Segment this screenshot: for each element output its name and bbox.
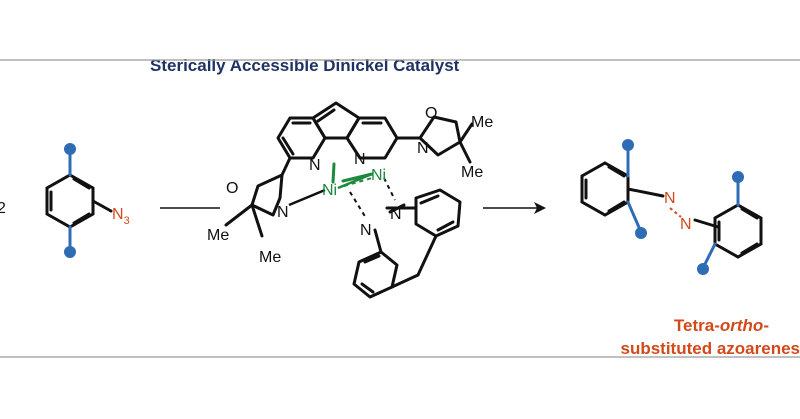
product-dot-top-left — [622, 139, 634, 151]
product-label-line2: substituted azoarenes — [620, 339, 800, 358]
methyl-right-1: Me — [471, 114, 493, 131]
azo-nitrogen-2: N — [680, 216, 692, 233]
azide-label: N3 — [112, 206, 130, 227]
methyl-left-1: Me — [207, 227, 229, 244]
scheme-title: Sterically Accessible Dinickel Catalyst — [150, 56, 460, 75]
nitrogen-azo-1: N — [360, 222, 372, 239]
product-dot-bottom-right — [697, 263, 709, 275]
oxygen-left: O — [226, 180, 238, 197]
azo-nitrogen-1: N — [664, 190, 676, 207]
reactant-bottom-dot — [64, 246, 76, 258]
nickel-atom-2: Ni — [371, 167, 386, 184]
catalyst-structure — [224, 101, 474, 299]
methyl-left-2: Me — [259, 249, 281, 266]
product-label-suffix: - — [763, 316, 769, 335]
product-azoarene — [580, 144, 763, 270]
oxygen-right: O — [425, 105, 437, 122]
coordination-bonds — [343, 177, 396, 219]
nitrogen-oxazoline-right: N — [417, 140, 429, 157]
ni-ni-bond — [337, 172, 373, 190]
methyl-right-2: Me — [461, 164, 483, 181]
nitrogen-naphthyridine-2: N — [354, 151, 366, 168]
nickel-atom-1: Ni — [322, 182, 337, 199]
azo-double-bond — [669, 207, 682, 218]
product-label-prefix: Tetra- — [673, 316, 720, 335]
product-dot-top-right — [732, 171, 744, 183]
product-label: Tetra-ortho- substituted azoarenes — [530, 314, 800, 360]
ni-n-bond — [288, 188, 326, 207]
arrow-head — [534, 202, 546, 214]
nitrogen-naphthyridine-1: N — [309, 157, 321, 174]
product-label-line1: Tetra-ortho- — [530, 314, 800, 337]
product-dot-bottom-left — [635, 227, 647, 239]
stoichiometry-label: 2 — [0, 200, 6, 217]
reactant-top-dot — [64, 143, 76, 155]
product-label-italic: ortho — [719, 316, 764, 335]
nitrogen-azo-2: N — [390, 206, 402, 223]
reactant-aryl-azide — [45, 148, 113, 254]
nitrogen-oxazoline-left: N — [277, 204, 289, 221]
